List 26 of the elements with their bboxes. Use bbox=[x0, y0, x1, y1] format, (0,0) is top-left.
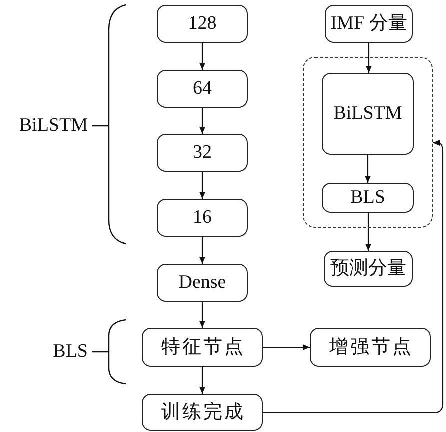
process-box: 训练完成 bbox=[142, 394, 263, 431]
process-box: BiLSTM bbox=[322, 73, 414, 155]
arrow bbox=[366, 43, 372, 73]
process-box: IMF 分量 bbox=[325, 5, 413, 43]
process-box: BLS bbox=[322, 183, 414, 213]
arrow bbox=[200, 367, 206, 394]
process-box: 特征节点 bbox=[142, 328, 263, 367]
dashed-group-frame bbox=[303, 57, 433, 228]
process-box: 16 bbox=[157, 199, 248, 237]
process-box: Dense bbox=[157, 264, 248, 302]
process-box: 64 bbox=[157, 70, 248, 108]
arrow bbox=[263, 140, 444, 414]
arrow bbox=[365, 155, 371, 183]
arrow bbox=[200, 108, 206, 134]
process-box: 128 bbox=[157, 5, 248, 43]
bracket-label: BLS bbox=[53, 340, 88, 364]
process-box: 32 bbox=[157, 134, 248, 172]
arrow bbox=[200, 302, 206, 328]
process-box: 增强节点 bbox=[310, 328, 431, 367]
arrow bbox=[366, 213, 372, 251]
arrow bbox=[200, 172, 206, 199]
arrow bbox=[200, 43, 206, 70]
arrow bbox=[263, 344, 310, 350]
bracket-label: BiLSTM bbox=[19, 114, 88, 138]
arrow bbox=[200, 237, 206, 264]
process-box: 预测分量 bbox=[324, 251, 413, 287]
